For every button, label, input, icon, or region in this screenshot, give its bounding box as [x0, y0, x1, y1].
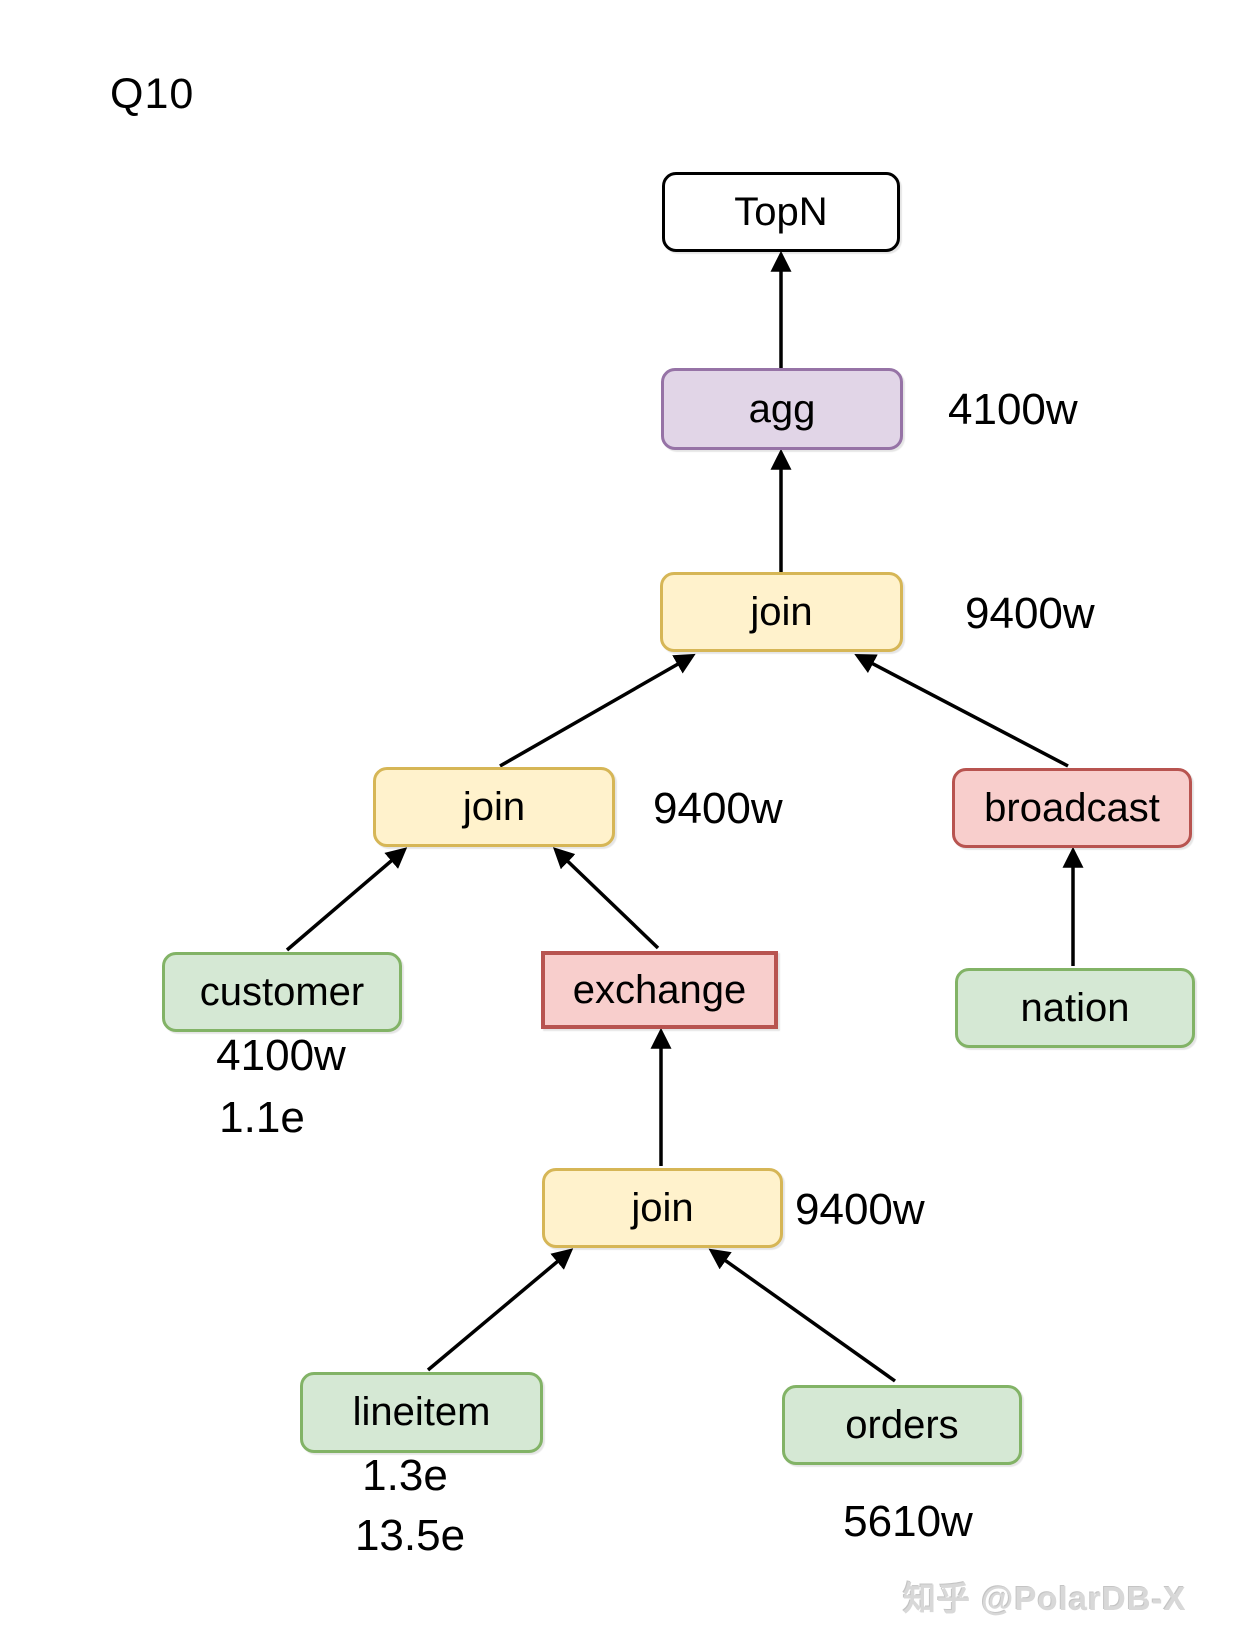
- node-lineitem: lineitem: [300, 1372, 543, 1453]
- annotation-join-bottom: 9400w: [795, 1185, 925, 1234]
- node-join-top: join: [660, 572, 903, 652]
- edge-orders-to-join-bottom: [708, 1248, 897, 1383]
- node-customer: customer: [162, 952, 402, 1032]
- annotation-lineitem: 1.3e: [362, 1451, 448, 1500]
- edge-join-left-to-join-top: [499, 653, 696, 768]
- edge-lineitem-to-join-bottom: [426, 1248, 574, 1372]
- annotation-customer: 1.1e: [219, 1093, 305, 1142]
- annotation-customer: 4100w: [216, 1031, 346, 1080]
- node-agg: agg: [661, 368, 903, 450]
- watermark: 知乎 @PolarDB-X: [903, 1580, 1187, 1617]
- node-orders: orders: [782, 1385, 1022, 1465]
- node-join-bottom: join: [542, 1168, 783, 1248]
- annotation-agg: 4100w: [948, 385, 1078, 434]
- page-title: Q10: [110, 70, 195, 118]
- annotation-orders: 5610w: [843, 1497, 973, 1546]
- node-broadcast: broadcast: [952, 768, 1192, 848]
- annotation-join-left: 9400w: [653, 784, 783, 833]
- edge-customer-to-join-left: [285, 847, 408, 952]
- edge-broadcast-to-join-top: [854, 654, 1069, 768]
- node-topn: TopN: [662, 172, 900, 252]
- annotation-lineitem: 13.5e: [354, 1511, 466, 1560]
- node-join-left: join: [373, 767, 615, 847]
- annotation-join-top: 9400w: [965, 589, 1095, 638]
- node-exchange: exchange: [541, 951, 778, 1029]
- edge-exchange-to-join-left: [552, 847, 660, 950]
- node-nation: nation: [955, 968, 1195, 1048]
